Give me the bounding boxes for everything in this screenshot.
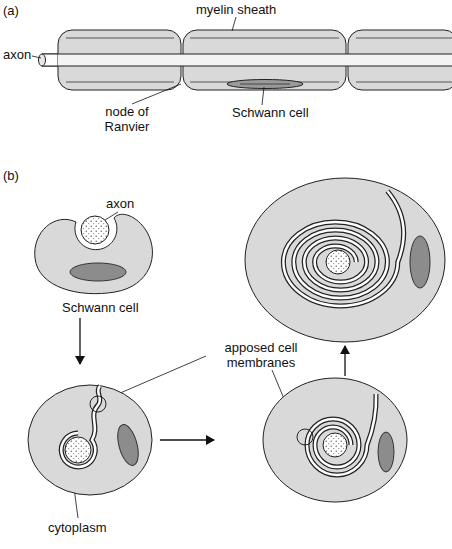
- myelin-spiral: [283, 191, 403, 306]
- nucleus: [114, 422, 142, 467]
- schwann-nucleus: [227, 80, 303, 89]
- part-label: Schwann cell: [62, 300, 162, 315]
- highlight-circle: [90, 396, 106, 412]
- leader-line: [132, 84, 181, 104]
- nucleus: [378, 432, 394, 472]
- axon-end: [39, 54, 46, 66]
- schwann-cell-stage-3: [263, 378, 407, 502]
- myelin-spiral: [307, 394, 376, 475]
- myelinated-axon: [39, 30, 452, 90]
- membrane-gap: [283, 191, 403, 306]
- part-label: (a): [3, 3, 43, 18]
- axon-section: [323, 433, 347, 457]
- axon-section: [326, 250, 350, 274]
- step-arrow: [79, 318, 80, 364]
- schwann-cell-body: [263, 378, 407, 502]
- membrane-gap: [307, 394, 376, 475]
- schwann-cell-stage-1: [35, 214, 153, 293]
- schwann-cell-stage-2: [28, 385, 152, 495]
- leader-line: [232, 17, 236, 31]
- schwann-cell-stage-4: [245, 178, 445, 342]
- nucleus: [410, 236, 430, 288]
- axon-section: [65, 437, 91, 463]
- axon-core: [58, 54, 452, 66]
- schwann-cell-body: [245, 178, 445, 342]
- axon-section: [81, 216, 109, 244]
- part-label: cytoplasm: [48, 520, 138, 535]
- part-label: Schwann cell: [232, 105, 332, 120]
- part-label: node of Ranvier: [96, 104, 158, 134]
- leader-line: [262, 87, 264, 105]
- part-label: axon: [106, 196, 156, 211]
- step-arrow: [160, 439, 214, 440]
- nucleus-detail: [240, 84, 290, 85]
- schwann-cell-body: [28, 385, 152, 495]
- membrane-gap: [61, 386, 100, 467]
- cell-membrane: [61, 386, 100, 467]
- nucleus: [70, 263, 126, 281]
- schwann-cell-body: [35, 214, 153, 293]
- part-label: apposed cell membranes: [206, 340, 316, 370]
- axon-edge: [58, 54, 452, 66]
- part-label: myelin sheath: [196, 2, 296, 17]
- step-arrow: [344, 346, 345, 376]
- leader-line: [32, 56, 41, 58]
- highlight-circle: [297, 429, 313, 445]
- part-label: (b): [3, 168, 43, 183]
- part-label: axon: [3, 47, 43, 62]
